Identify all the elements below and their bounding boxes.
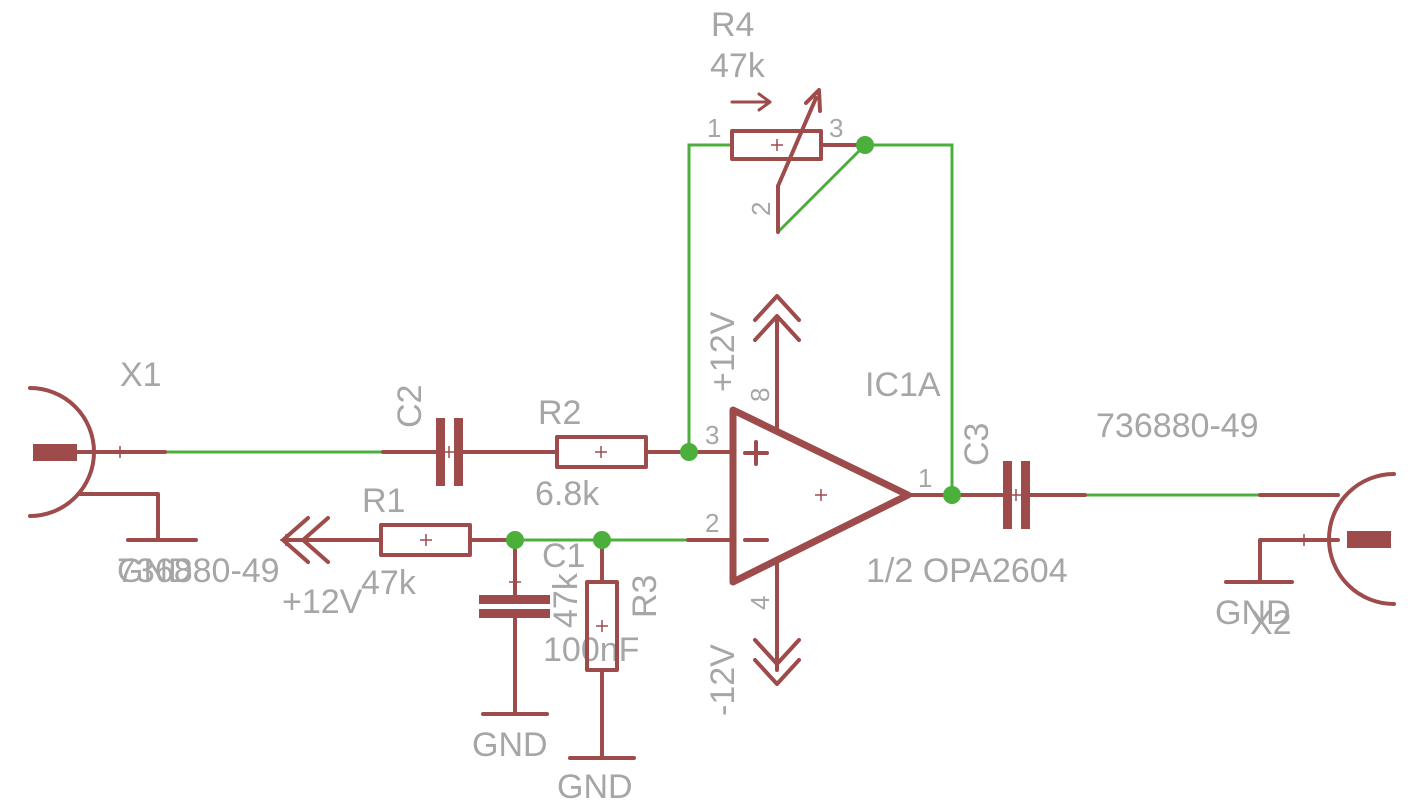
x2-pin: [1347, 531, 1391, 548]
x2-gnd-label: GND: [1215, 594, 1291, 632]
r4-pin1: 1: [707, 113, 721, 143]
r4-pin3: 3: [829, 113, 843, 143]
c1-plate-bottom: [479, 609, 550, 618]
x1-value: 736880-49: [117, 552, 280, 590]
vpos-left-arrow-inner: [301, 516, 330, 564]
x1-pin: [33, 444, 77, 461]
x1-name: X1: [120, 356, 162, 394]
vpos-top-arrow-inner: [753, 314, 801, 342]
junction-c1: [506, 531, 524, 549]
r4-value: 47k: [710, 47, 766, 85]
supply-vpos-left: +12V: [280, 516, 363, 621]
r4-adjust-arrowhead: [804, 88, 822, 113]
x2-value: 736880-49: [1096, 407, 1259, 445]
r4-adjust-line: [776, 96, 818, 188]
wire-feedback-left: [687, 143, 730, 452]
vneg-label: -12V: [704, 644, 742, 716]
supply-vneg: -12V: [704, 638, 801, 716]
opamp-ic1a: 3 2 1 8 4 IC1A 1/2 OPA2604: [686, 318, 1068, 672]
pin-vpos: 8: [745, 388, 775, 402]
c2-plate-right: [454, 418, 463, 486]
junction-r3: [593, 531, 611, 549]
r1-value: 47k: [361, 564, 417, 602]
pin-vneg: 4: [745, 596, 775, 610]
r1-name: R1: [362, 482, 405, 520]
ic1-name: IC1A: [865, 366, 941, 404]
connector-x1: X1 736880-49 GND: [28, 356, 280, 590]
r4-name: R4: [711, 6, 754, 44]
r2-value: 6.8k: [535, 475, 600, 513]
resistor-r1: R1 47k: [283, 482, 517, 602]
capacitor-c1: C1 100nF GND: [472, 537, 639, 764]
r2-name: R2: [538, 394, 581, 432]
ic1-value: 1/2 OPA2604: [866, 552, 1068, 590]
opamp-body: [729, 406, 912, 586]
wire-feedback-right: [865, 143, 954, 495]
x2-name: X2: [1250, 604, 1292, 642]
pin-out: 1: [918, 463, 932, 493]
resistor-r2: R2 6.8k: [535, 394, 691, 513]
c2-plate-left: [436, 418, 445, 486]
resistor-r3: R3 47k GND: [547, 538, 664, 806]
junction-r4-pin3: [856, 136, 874, 154]
vneg-arrow-outer: [753, 638, 801, 666]
c2-name: C2: [391, 385, 429, 428]
vneg-arrow-inner: [753, 658, 801, 686]
gnd-r3-label: GND: [557, 768, 633, 806]
r3-value: 47k: [547, 572, 585, 628]
supply-vpos-top: +12V: [704, 294, 801, 392]
capacitor-c2: C2: [381, 385, 557, 486]
pin-minus: 2: [705, 508, 719, 538]
capacitor-c3: C3: [950, 423, 1087, 529]
c3-name: C3: [958, 423, 996, 466]
c1-name: C1: [542, 537, 585, 575]
x2-gnd-lead: [1258, 538, 1340, 584]
c3-plate-left: [1003, 461, 1012, 529]
vpos-top-label: +12V: [704, 311, 742, 392]
gnd-c1-label: GND: [472, 726, 548, 764]
c3-plate-right: [1021, 461, 1030, 529]
r3-name: R3: [626, 575, 664, 618]
pin-plus: 3: [705, 420, 719, 450]
x1-gnd-lead: [78, 492, 160, 542]
c1-value: 100nF: [543, 631, 639, 669]
c1-plate-top: [479, 595, 550, 604]
x1-gnd-label: GND: [117, 552, 193, 590]
junction-output: [943, 486, 961, 504]
junctions: [506, 136, 961, 549]
potentiometer-r4: 1 3 2 R4 47k: [707, 6, 867, 234]
wire-wiper: [776, 143, 867, 234]
junction-noninverting: [680, 443, 698, 461]
vpos-top-arrow-outer: [753, 294, 801, 322]
connector-x2: 736880-49 X2 GND: [1096, 407, 1396, 642]
r4-pin2: 2: [746, 202, 776, 216]
vpos-left-label: +12V: [282, 583, 363, 621]
